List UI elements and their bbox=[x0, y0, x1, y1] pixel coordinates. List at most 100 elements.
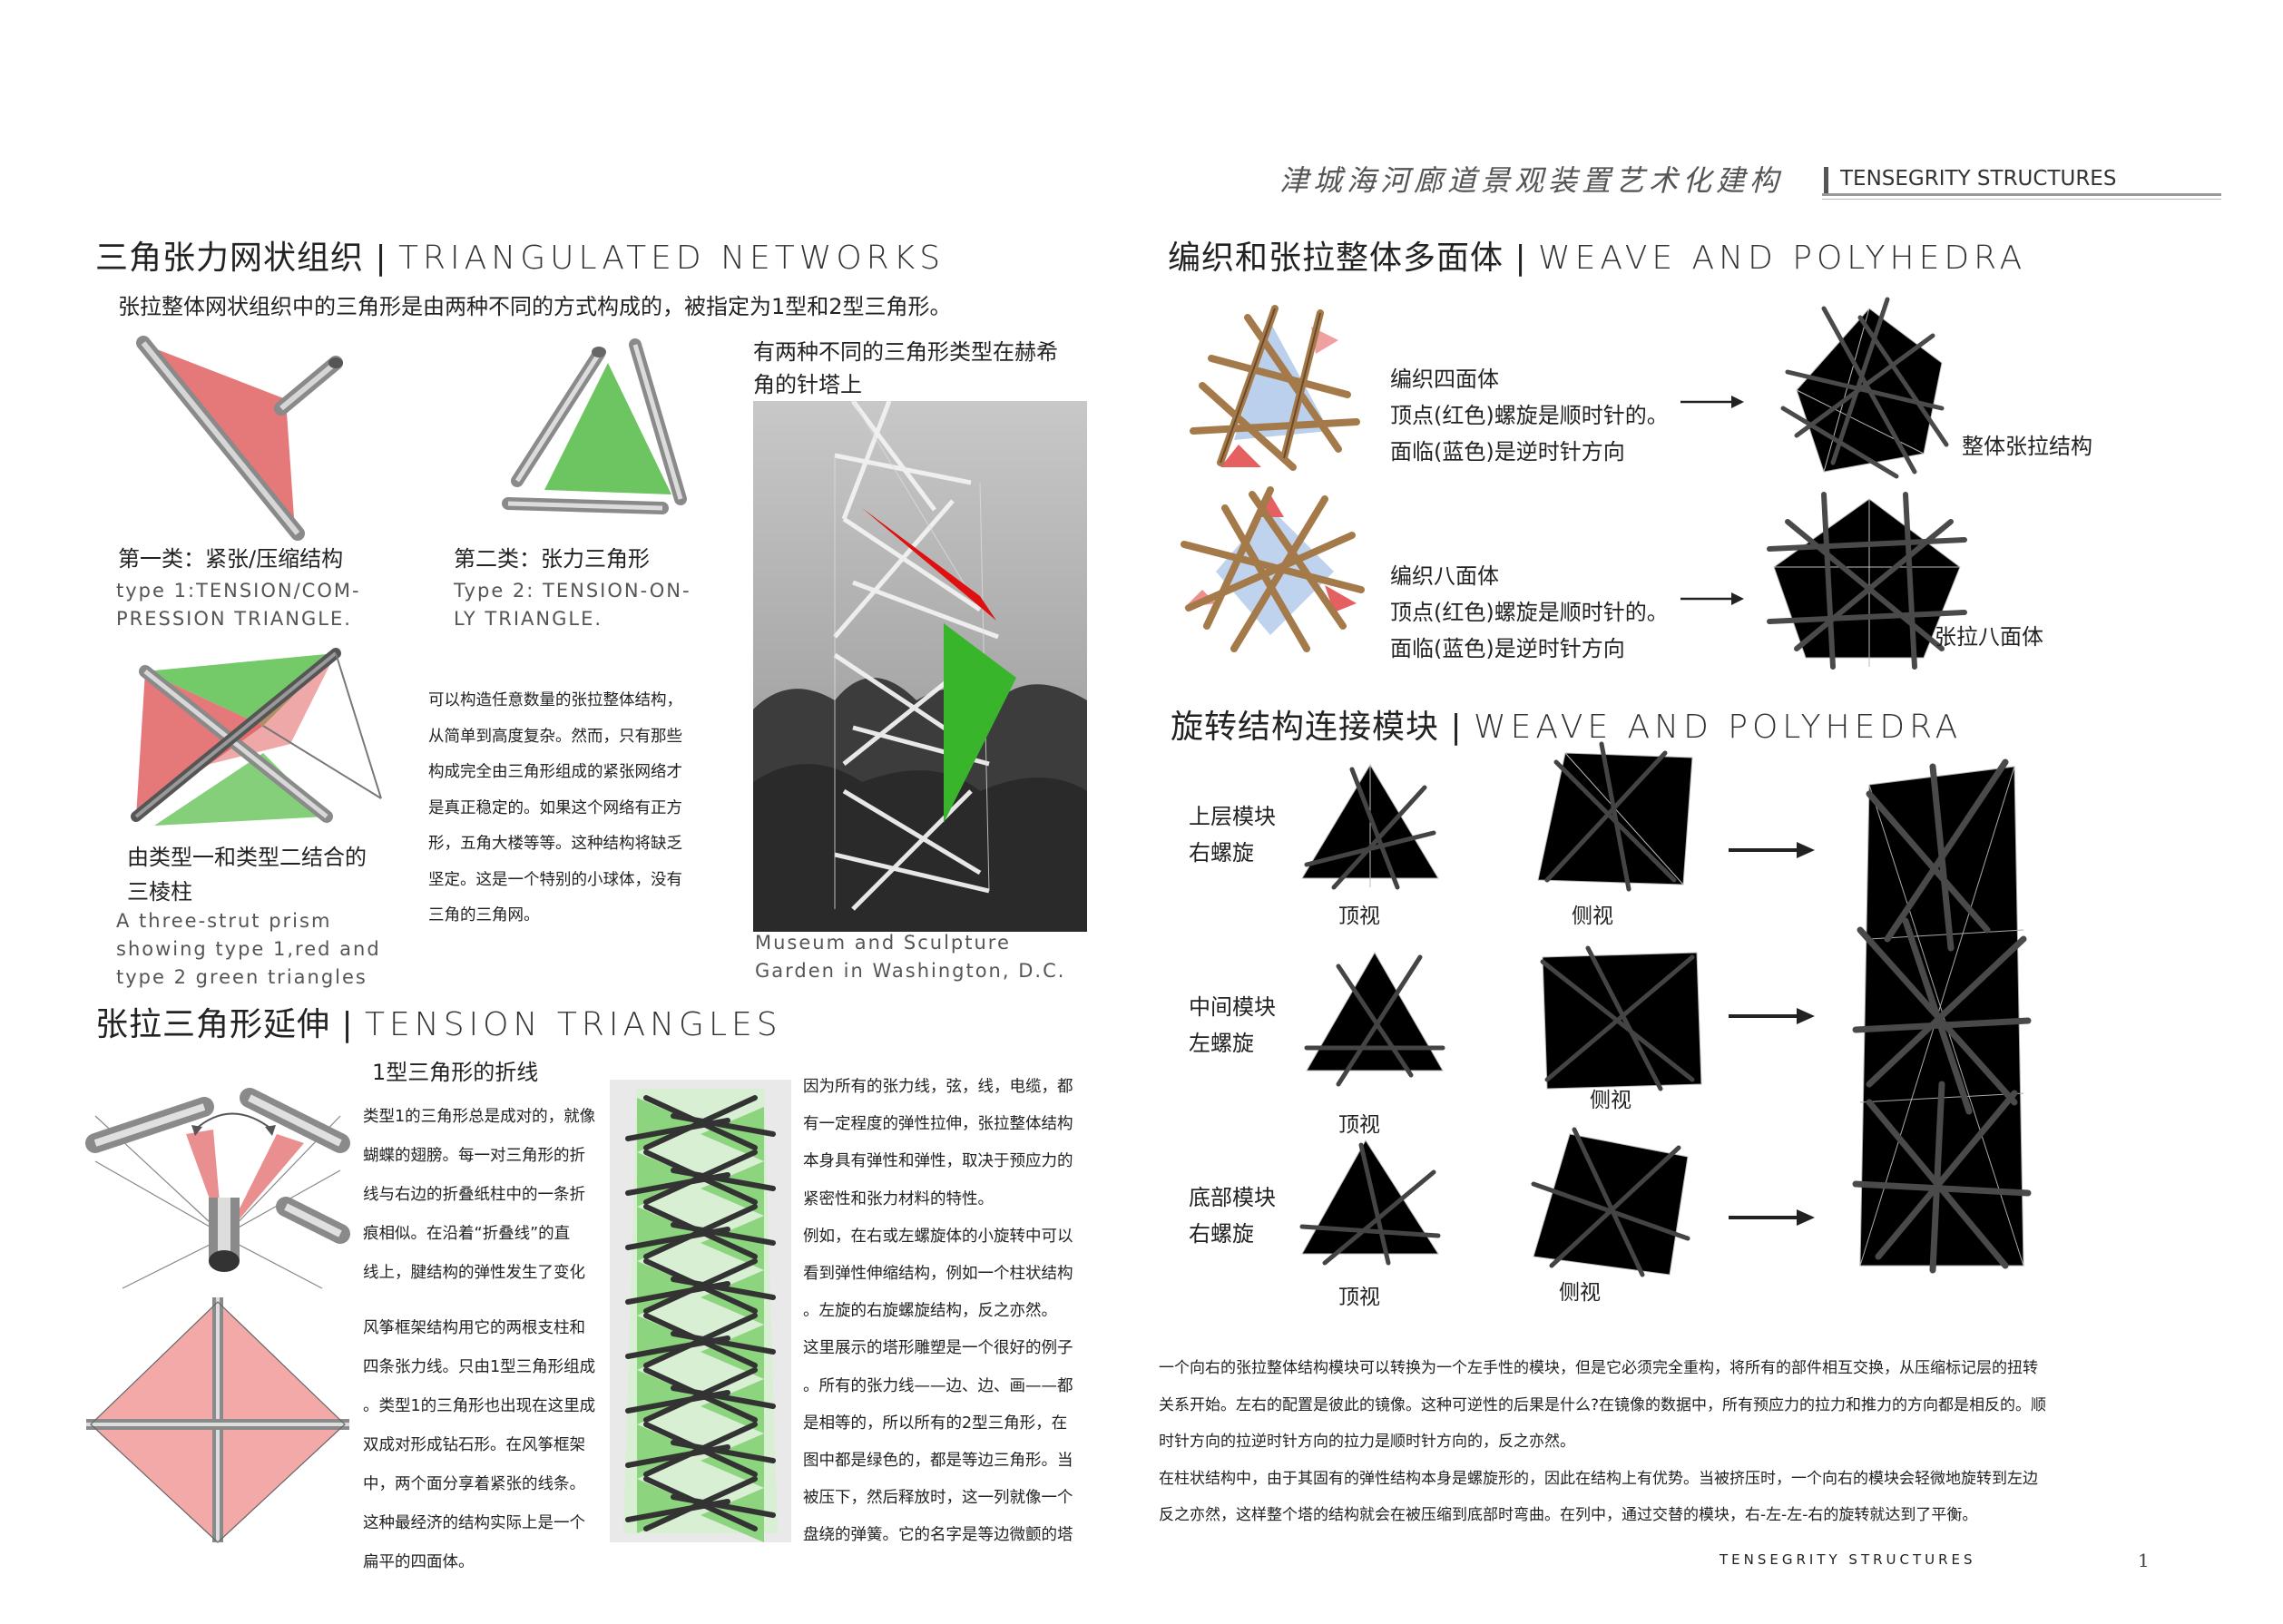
footer-label: TENSEGRITY STRUCTURES bbox=[1720, 1551, 1976, 1568]
tetra-line1: 顶点(红色)螺旋是顺时针的。 bbox=[1390, 403, 1669, 428]
middle-top-view bbox=[1304, 951, 1445, 1087]
page-number: 1 bbox=[2138, 1550, 2150, 1571]
arrow-tetra bbox=[1680, 396, 1744, 408]
kite-text-line: 。类型1的三角形也出现在这里成 bbox=[363, 1397, 596, 1415]
type2-label-en: Type 2: TENSION-ON- LY TRIANGLE. bbox=[454, 577, 691, 633]
upper-top-view bbox=[1301, 764, 1439, 890]
bottom-side-view-label: 侧视 bbox=[1559, 1281, 1601, 1305]
prism-en-line1: A three-strut prism bbox=[116, 910, 332, 932]
bottom-top-view-label: 顶视 bbox=[1338, 1286, 1380, 1309]
network-body-line: 坚定。这是一个特别的小球体，没有 bbox=[428, 870, 682, 889]
middle-side-view-label: 侧视 bbox=[1590, 1089, 1631, 1112]
header-rule-thin bbox=[1822, 199, 2221, 200]
type2-en-line2: LY TRIANGLE. bbox=[454, 608, 603, 630]
type1-label-cn: 第一类：紧张/压缩结构 bbox=[118, 546, 344, 572]
butterfly-text-line: 类型1的三角形总是成对的，就像 bbox=[363, 1108, 596, 1126]
butterfly-text-line: 痕相似。在沿着“折叠线”的直 bbox=[363, 1225, 571, 1243]
kite-text-line: 中，两个面分享着紧张的线条。 bbox=[363, 1475, 585, 1493]
upper-side-view-label: 侧视 bbox=[1572, 905, 1613, 928]
type1-en-line1: type 1:TENSION/COM- bbox=[116, 580, 361, 602]
header-title-en: TENSEGRITY STRUCTURES bbox=[1840, 167, 2117, 191]
rotation-paragraph-line: 一个向右的张拉整体结构模块可以转换为一个左手性的模块，但是它必须完全重构，将所有… bbox=[1159, 1359, 2038, 1377]
fold-line-title: 1型三角形的折线 bbox=[372, 1060, 539, 1085]
module-middle-name: 中间模块 bbox=[1189, 994, 1276, 1020]
butterfly-text-line: 线与右边的折叠纸柱中的一条折 bbox=[363, 1186, 585, 1204]
octa-result-label: 张拉八面体 bbox=[1935, 624, 2043, 650]
network-body-line: 形，五角大楼等等。这种结构将缺乏 bbox=[428, 835, 682, 853]
section-title-cn: 编织和张拉整体多面体 | bbox=[1168, 240, 1539, 277]
section-title-en: TRIANGULATED NETWORKS bbox=[398, 240, 946, 277]
type1-triangle-diagram bbox=[136, 336, 343, 541]
tower-text-line: 是相等的，所以所有的2型三角形，在 bbox=[803, 1414, 1068, 1433]
kite-text-line: 双成对形成钻石形。在风筝框架 bbox=[363, 1436, 585, 1454]
header: 津城海河廊道景观装置艺术化建构 TENSEGRITY STRUCTURES bbox=[1279, 156, 2223, 201]
tower-text-line: 盘绕的弹簧。它的名字是等边微颤的塔 bbox=[803, 1526, 1073, 1545]
prism-cn-line2: 三棱柱 bbox=[127, 879, 192, 905]
section-title-rotating-modules: 旋转结构连接模块 | WEAVE AND POLYHEDRA bbox=[1171, 700, 1962, 748]
module-upper-spiral: 右螺旋 bbox=[1189, 840, 1254, 866]
tower-text-line: 这里展示的塔形雕塑是一个很好的例子 bbox=[803, 1339, 1073, 1358]
kite-text-line: 扁平的四面体。 bbox=[363, 1553, 475, 1571]
section-title-en: WEAVE AND POLYHEDRA bbox=[1538, 240, 2027, 277]
section-title-triangulated: 三角张力网状组织 | TRIANGULATED NETWORKS bbox=[95, 231, 945, 279]
middle-side-view bbox=[1540, 945, 1702, 1091]
tower-text-line: 。左旋的右旋螺旋结构，反之亦然。 bbox=[803, 1302, 1057, 1321]
tower-text-line: 被压下，然后释放时，这一列就像一个 bbox=[803, 1489, 1073, 1508]
section-title-tension-triangles: 张拉三角形延伸 | TENSION TRIANGLES bbox=[95, 998, 782, 1045]
header-rule bbox=[1822, 193, 2221, 196]
rotation-paragraph-line: 关系开始。左右的配置是彼此的镜像。这种可逆性的后果是什么?在镜像的数据中，所有预… bbox=[1159, 1395, 2047, 1414]
butterfly-text: 类型1的三角形总是成对的，就像蝴蝶的翅膀。每一对三角形的折线与右边的折叠纸柱中的… bbox=[363, 1098, 617, 1293]
tower-text-line: 。所有的张力线——边、边、画——都 bbox=[803, 1376, 1073, 1395]
section-title-cn: 三角张力网状组织 | bbox=[95, 240, 399, 277]
header-title-cn: 津城海河廊道景观装置艺术化建构 bbox=[1279, 163, 1784, 198]
module-middle-spiral: 左螺旋 bbox=[1189, 1031, 1254, 1056]
section-title-en: WEAVE AND POLYHEDRA bbox=[1474, 709, 1963, 746]
upper-top-view-label: 顶视 bbox=[1338, 905, 1380, 928]
tower-text-line: 例如，在右或左螺旋体的小旋转中可以 bbox=[803, 1227, 1073, 1246]
tetra-title: 编织四面体 bbox=[1390, 367, 1499, 392]
tetra-line2: 面临(蓝色)是逆时针方向 bbox=[1390, 439, 1625, 465]
tower-text-line: 看到弹性伸缩结构，例如一个柱状结构 bbox=[803, 1265, 1073, 1284]
octa-description: 编织八面体 顶点(红色)螺旋是顺时针的。 面临(蓝色)是逆时针方向 bbox=[1390, 558, 1669, 667]
rotation-paragraph-line: 时针方向的拉逆时针方向的拉力是顺时针方向的，反之亦然。 bbox=[1159, 1433, 1575, 1451]
tower-text: 因为所有的张力线，弦，线，电缆，都有一定程度的弹性拉伸，张拉整体结构本身具有弹性… bbox=[803, 1069, 1102, 1555]
network-body-line: 可以构造任意数量的张拉整体结构， bbox=[428, 691, 682, 709]
bottom-top-view bbox=[1299, 1140, 1441, 1266]
arrow-octa bbox=[1680, 592, 1744, 605]
octa-line1: 顶点(红色)螺旋是顺时针的。 bbox=[1390, 600, 1669, 625]
section-subtitle: 张拉整体网状组织中的三角形是由两种不同的方式构成的，被指定为1型和2型三角形。 bbox=[118, 294, 952, 319]
tower-text-line: 图中都是绿色的，都是等边三角形。当 bbox=[803, 1452, 1073, 1471]
tensegrity-tetrahedron bbox=[1780, 297, 1949, 479]
tower-text-line: 因为所有的张力线，弦，线，电缆，都 bbox=[803, 1078, 1073, 1096]
photo-credit-line1: Museum and Sculpture bbox=[755, 932, 1011, 954]
network-body-line: 是真正稳定的。如果这个网络有正方 bbox=[428, 798, 682, 817]
upper-side-view bbox=[1537, 741, 1693, 892]
butterfly-text-line: 蝴蝶的翅膀。每一对三角形的折 bbox=[363, 1147, 585, 1165]
prism-cn-line1: 由类型一和类型二结合的 bbox=[127, 845, 367, 870]
photo-caption-line1: 有两种不同的三角形类型在赫希 bbox=[753, 339, 1058, 365]
photo-credit: Museum and Sculpture Garden in Washingto… bbox=[755, 929, 1065, 985]
kite-frame-diagram bbox=[86, 1297, 349, 1543]
bottom-side-view bbox=[1531, 1127, 1690, 1277]
prism-label-cn: 由类型一和类型二结合的 三棱柱 bbox=[127, 840, 367, 909]
type1-label-en: type 1:TENSION/COM- PRESSION TRIANGLE. bbox=[116, 577, 361, 633]
three-strut-prism-diagram bbox=[131, 648, 382, 826]
module-upper-name: 上层模块 bbox=[1189, 804, 1276, 829]
section-title-weave-polyhedra: 编织和张拉整体多面体 | WEAVE AND POLYHEDRA bbox=[1168, 231, 2026, 279]
module-middle-label: 中间模块 左螺旋 bbox=[1189, 989, 1276, 1061]
prism-label-en: A three-strut prism showing type 1,red a… bbox=[116, 907, 381, 992]
photo-credit-line2: Garden in Washington, D.C. bbox=[755, 960, 1066, 982]
folded-paper-tower bbox=[610, 1080, 791, 1542]
type2-triangle-diagram bbox=[502, 338, 687, 514]
section-title-en: TENSION TRIANGLES bbox=[365, 1006, 782, 1043]
tetra-description: 编织四面体 顶点(红色)螺旋是顺时针的。 面临(蓝色)是逆时针方向 bbox=[1390, 361, 1669, 470]
prism-en-line2: showing type 1,red and bbox=[116, 938, 381, 960]
arrow-upper bbox=[1729, 842, 1815, 858]
woven-tetrahedron bbox=[1190, 305, 1360, 471]
photo-caption-line2: 角的针塔上 bbox=[753, 372, 862, 397]
rotation-paragraph-line: 反之亦然，这样整个塔的结构就会在被压缩到底部时弯曲。在列中，通过交替的模块，右-… bbox=[1159, 1506, 1978, 1524]
kite-text-line: 四条张力线。只由1型三角形组成 bbox=[363, 1358, 596, 1376]
type1-en-line2: PRESSION TRIANGLE. bbox=[116, 608, 352, 630]
type2-en-line1: Type 2: TENSION-ON- bbox=[454, 580, 691, 602]
network-body-line: 从简单到高度复杂。然而，只有那些 bbox=[428, 727, 682, 746]
